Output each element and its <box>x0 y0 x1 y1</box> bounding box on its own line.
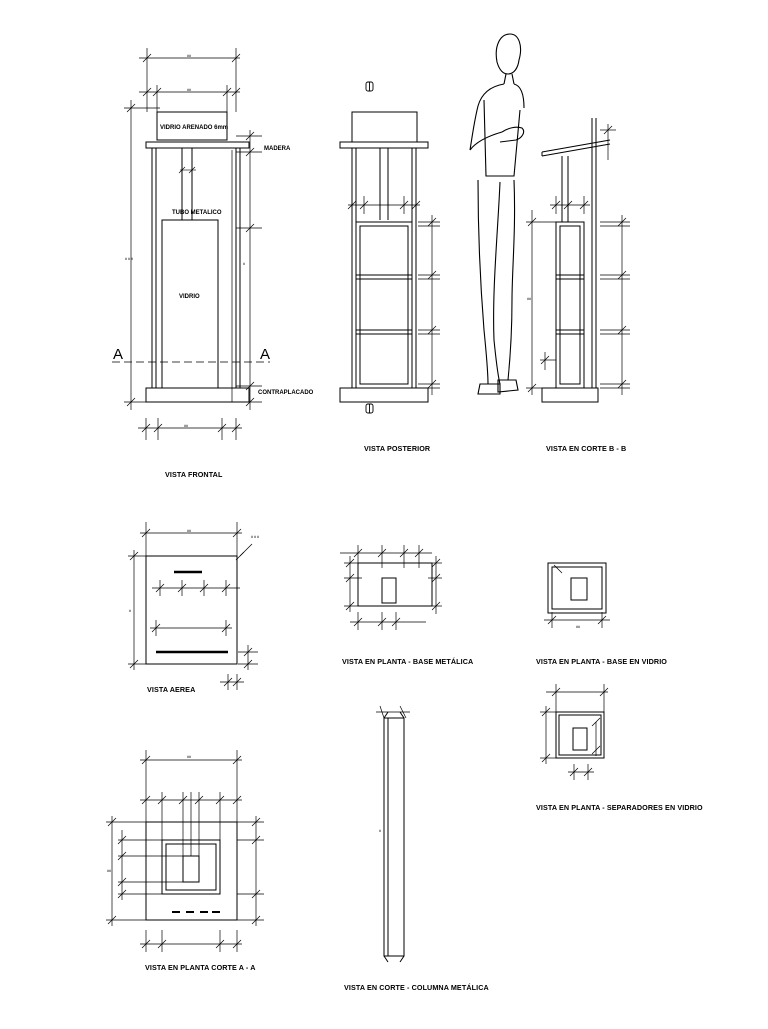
svg-text:##: ## <box>187 54 191 58</box>
label-plywood: CONTRAPLACADO <box>258 390 314 396</box>
label-metal-tube: TUBO METALICO <box>172 210 222 216</box>
plan-aa-outer <box>145 821 238 921</box>
svg-text:# # #: # # # <box>251 535 259 539</box>
aerial-top-outline <box>145 555 238 665</box>
svg-text:##: ## <box>187 88 191 92</box>
front-wood-top <box>145 141 250 149</box>
section-bb-view <box>526 118 630 403</box>
front-left-dimensions <box>124 100 262 410</box>
caption-plan-separators: VISTA EN PLANTA - SEPARADORES EN VIDRIO <box>536 803 703 812</box>
svg-text:#: # <box>129 609 131 613</box>
metal-base-outline <box>357 562 433 607</box>
front-bottom-dimensions <box>138 418 242 440</box>
person-figure <box>469 33 525 395</box>
caption-plan-glass-base: VISTA EN PLANTA - BASE EN VIDRIO <box>536 657 667 666</box>
svg-text:#: # <box>243 262 245 266</box>
front-top-dimensions <box>139 48 241 112</box>
back-view <box>339 81 440 414</box>
separators-outer <box>555 711 605 759</box>
caption-plan-metal-base: VISTA EN PLANTA - BASE METÁLICA <box>342 657 473 666</box>
plan-glass-base-view <box>544 562 610 628</box>
plan-separators-view <box>540 684 609 780</box>
aerial-view <box>128 522 258 690</box>
glass-base-outer <box>547 562 607 614</box>
front-view <box>112 48 270 440</box>
caption-section-column: VISTA EN CORTE - COLUMNA METÁLICA <box>344 983 489 992</box>
caption-plan-section-aa: VISTA EN PLANTA CORTE A - A <box>145 963 256 972</box>
caption-aerial: VISTA AEREA <box>147 685 195 694</box>
svg-text:##: ## <box>187 755 191 759</box>
section-base-plate <box>541 387 599 403</box>
svg-text:#: # <box>379 829 381 833</box>
front-tube-dim <box>178 166 196 174</box>
plan-section-aa-view <box>106 750 264 952</box>
cut-marker-b-top <box>365 81 374 92</box>
cut-marker-b-bottom <box>365 403 374 414</box>
caption-section-bb: VISTA EN CORTE B - B <box>546 444 626 453</box>
back-base-plate <box>339 387 429 403</box>
label-glass: VIDRIO <box>179 294 200 300</box>
cut-marker-a-left: A <box>113 346 123 363</box>
plan-metal-base-view <box>340 545 442 630</box>
back-wood-top <box>339 141 429 149</box>
column-outline <box>383 717 405 957</box>
label-sandblasted-glass: VIDRIO ARENADO 6mm <box>160 125 228 131</box>
svg-text:##: ## <box>184 424 188 428</box>
front-base-plate <box>145 387 250 403</box>
front-sign-glass <box>156 111 228 141</box>
svg-text:##: ## <box>527 297 531 301</box>
svg-text:# # #: # # # <box>125 257 133 261</box>
label-wood: MADERA <box>264 146 291 152</box>
svg-text:##: ## <box>107 869 111 873</box>
caption-front: VISTA FRONTAL <box>165 470 223 479</box>
svg-text:##: ## <box>576 625 580 629</box>
svg-text:##: ## <box>187 529 191 533</box>
caption-back: VISTA POSTERIOR <box>364 444 431 453</box>
cut-marker-a-right: A <box>260 346 270 363</box>
section-column-view <box>376 705 410 963</box>
